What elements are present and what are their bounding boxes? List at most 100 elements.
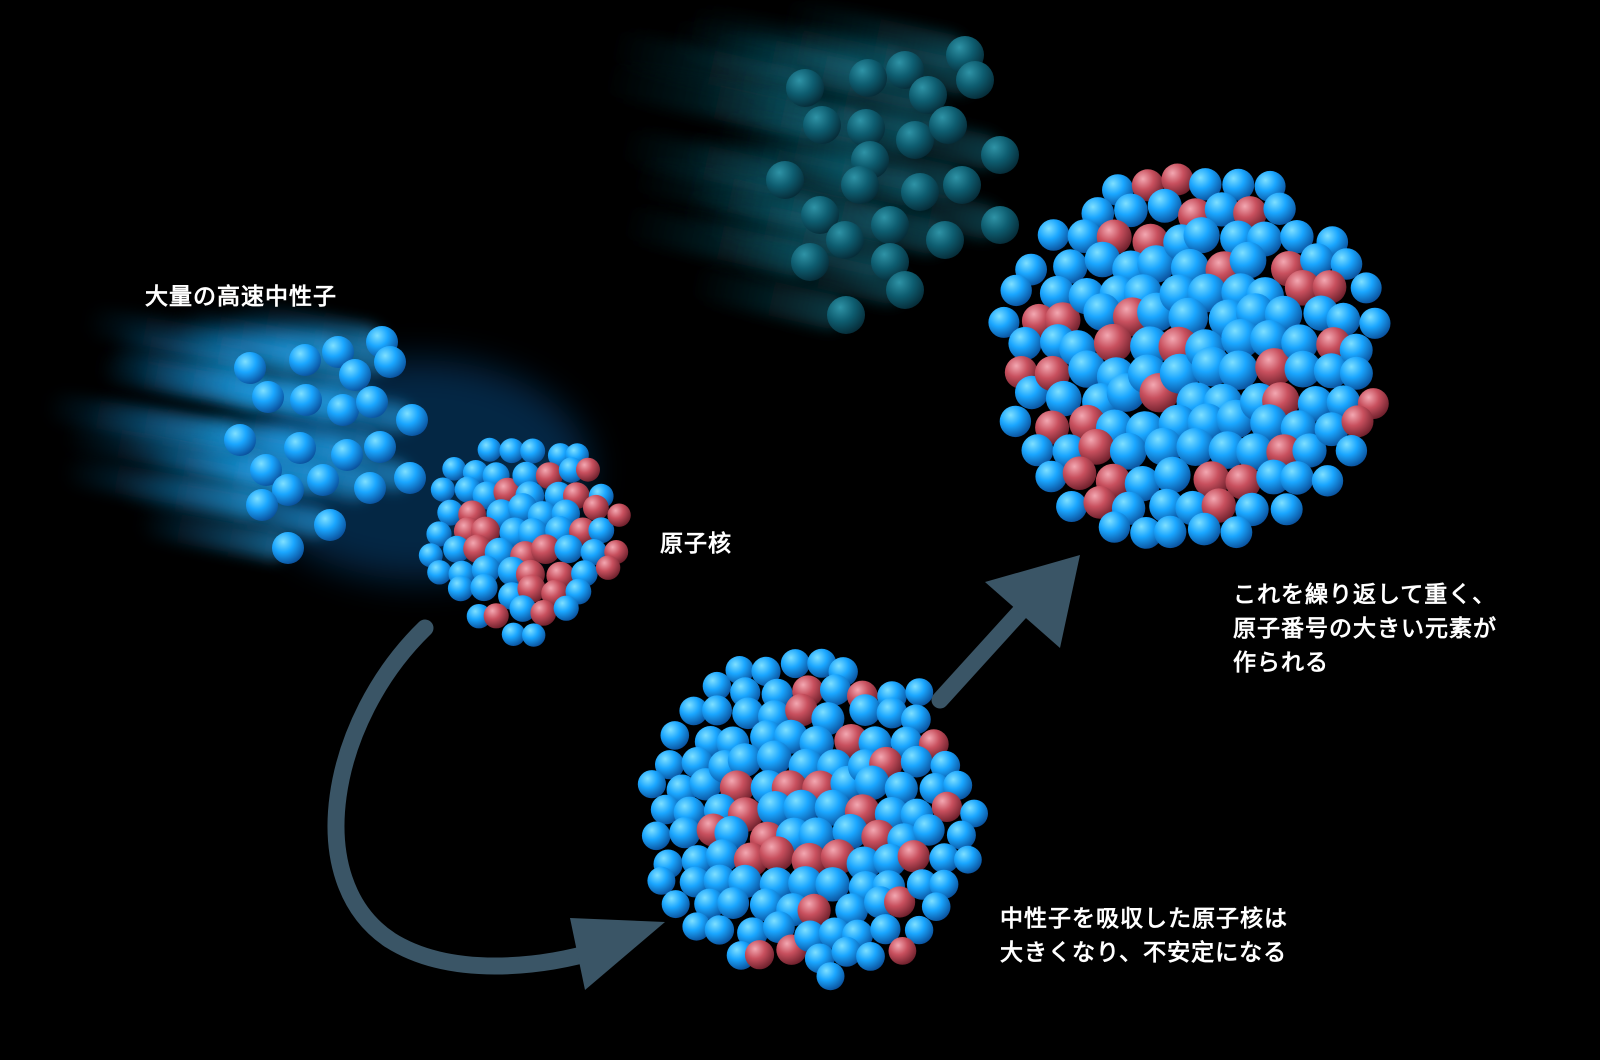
neutron — [705, 839, 740, 873]
neutron — [1039, 275, 1075, 311]
neutron — [1339, 356, 1373, 390]
neutron — [981, 136, 1019, 174]
neutron — [1229, 241, 1267, 279]
neutron — [1053, 249, 1088, 284]
neutron — [1220, 516, 1253, 549]
neutron — [682, 912, 711, 941]
proton — [888, 937, 917, 965]
proton — [1312, 270, 1347, 304]
neutron — [1037, 219, 1070, 251]
neutron — [307, 464, 339, 496]
neutron — [763, 911, 795, 944]
label-absorbed-line-1: 中性子を吸収した原子核は — [1000, 906, 1288, 932]
motion-streak — [857, 180, 1001, 239]
neutron — [327, 394, 359, 426]
proton — [1255, 348, 1294, 387]
neutron — [1314, 412, 1349, 447]
neutron-motion-streaks-top — [605, 1, 1001, 329]
neutron — [354, 472, 386, 504]
neutron — [1250, 404, 1288, 442]
neutron — [831, 936, 862, 967]
neutron — [981, 206, 1019, 244]
neutron — [766, 161, 804, 199]
neutron — [1221, 319, 1261, 359]
neutron — [1284, 350, 1322, 388]
neutron — [660, 721, 690, 750]
neutron — [477, 437, 502, 462]
neutron — [929, 869, 959, 899]
neutron — [553, 595, 579, 621]
motion-streak — [139, 509, 289, 560]
neutron — [650, 794, 681, 825]
neutron — [751, 656, 781, 687]
neutron — [339, 359, 371, 391]
neutron — [954, 845, 982, 874]
neutron — [1350, 272, 1382, 304]
neutron — [871, 243, 909, 281]
neutron — [1154, 456, 1191, 494]
neutron — [1218, 350, 1259, 390]
neutron — [272, 532, 304, 564]
neutron — [1109, 432, 1147, 470]
neutron — [443, 535, 471, 563]
neutron — [801, 196, 839, 234]
proton — [1225, 464, 1261, 500]
neutron — [1235, 492, 1269, 527]
neutron — [926, 221, 964, 259]
neutron — [246, 489, 278, 521]
neutron — [780, 649, 810, 679]
neutron — [1000, 274, 1032, 307]
neutron — [314, 509, 346, 541]
proton — [1093, 323, 1133, 363]
neutron — [1176, 428, 1215, 466]
proton — [834, 724, 869, 758]
neutron — [841, 166, 879, 204]
neutron — [847, 109, 885, 147]
neutron — [588, 517, 615, 544]
proton — [785, 693, 818, 727]
label-fast-neutrons-text: 大量の高速中性子 — [145, 284, 337, 310]
fast-neutron-cluster — [224, 326, 428, 564]
neutron — [290, 384, 322, 416]
neutron — [943, 166, 981, 204]
atomic-nucleus-heavy — [988, 163, 1391, 549]
neutron — [1083, 293, 1121, 331]
neutron — [702, 695, 732, 726]
proton — [1078, 428, 1115, 465]
neutron — [1222, 168, 1255, 201]
proton — [607, 503, 631, 527]
neutron — [904, 915, 934, 945]
neutron — [396, 404, 428, 436]
neutron — [1339, 333, 1373, 367]
neutron — [906, 869, 938, 900]
neutron — [272, 474, 304, 506]
neutron — [661, 890, 690, 919]
label-heavy-line-2: 原子番号の大きい元素が — [1233, 616, 1497, 642]
neutron — [647, 866, 676, 895]
neutron — [815, 867, 850, 902]
neutron — [956, 61, 994, 99]
neutron — [1263, 192, 1296, 225]
neutron — [791, 243, 829, 281]
neutron — [637, 770, 667, 799]
neutron — [641, 821, 671, 851]
neutron — [871, 206, 909, 244]
neutron — [394, 462, 426, 494]
neutron — [1204, 192, 1239, 227]
neutron — [447, 575, 474, 602]
neutron — [929, 106, 967, 144]
neutron — [252, 381, 284, 413]
neutron — [826, 221, 864, 259]
neutron — [717, 887, 750, 919]
neutron — [900, 745, 933, 778]
label-absorbed-nucleus: 中性子を吸収した原子核は 大きくなり、不安定になる — [1000, 902, 1288, 970]
proton — [797, 893, 831, 928]
neutron — [876, 697, 908, 729]
neutron — [901, 173, 939, 211]
neutron — [725, 656, 754, 685]
neutron — [284, 432, 316, 464]
neutron — [702, 671, 732, 701]
neutron — [679, 866, 711, 898]
proton — [483, 603, 509, 629]
